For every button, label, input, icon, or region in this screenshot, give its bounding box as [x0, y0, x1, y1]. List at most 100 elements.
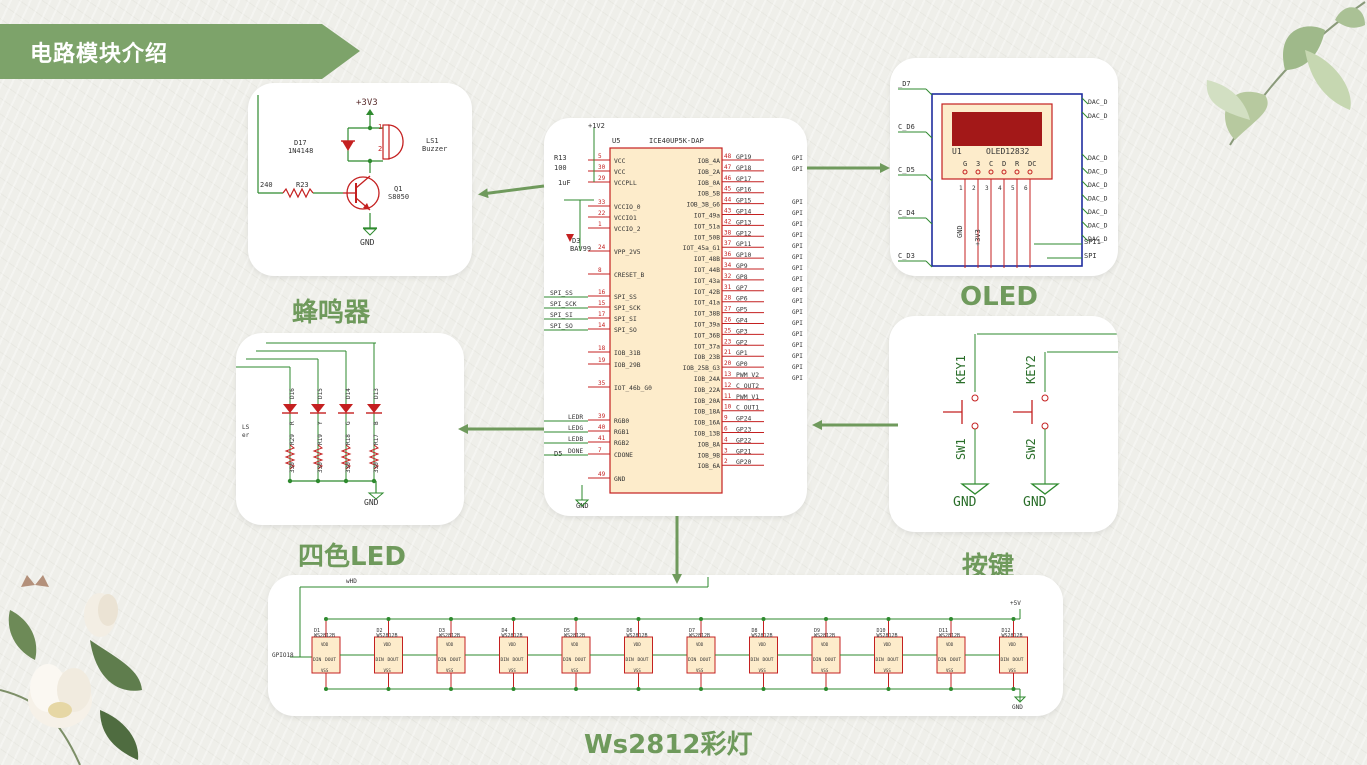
mcu-edge-net-label: GPI [792, 166, 803, 173]
mcu-left-pin-number: 1 [598, 221, 602, 228]
ws-unit-label: D6 [627, 628, 633, 634]
led-diode-label: D14 [345, 388, 352, 399]
ws-part-label: WS2812B [877, 633, 898, 639]
led-diode-label: D15 [317, 388, 324, 399]
buzzer-ls1-type: Buzzer [422, 145, 447, 153]
mcu-edge-net-label: GPI [792, 320, 803, 327]
mcu-right-pin-number: 3 [724, 447, 728, 454]
buzzer-schematic-card: +3V3 D17 1N4148 1 2 LS1 Buzzer Q1 S8050 … [248, 83, 472, 276]
leaf-decoration-top-right [1206, 1, 1366, 146]
mcu-edge-net-label: GPI [792, 210, 803, 217]
ws-part-label: WS2812B [689, 633, 710, 639]
mcu-d3-type: BAV99 [570, 245, 591, 253]
led-resistor-value: 330 [345, 462, 352, 473]
oled-pin-name: DC [1028, 160, 1036, 168]
mcu-right-pin-number: 45 [724, 186, 732, 193]
ws-dout-label: DOUT [888, 657, 899, 663]
ws-vss-label: VSS [946, 668, 954, 673]
mcu-right-net-label: GP17 [736, 175, 752, 183]
mcu-right-net-label: GP6 [736, 295, 748, 303]
oled-left-net-label: C_D6 [898, 123, 915, 131]
mcu-left-pin-number: 24 [598, 244, 606, 251]
oled-right-net-label: DAC_D [1088, 181, 1108, 189]
ws-dout-label: DOUT [450, 657, 461, 663]
mcu-left-pin-number: 15 [598, 300, 606, 307]
mcu-left-pin-name: VCCPLL [614, 180, 637, 187]
led-diode-symbol [339, 404, 353, 413]
buzzer-q1-label: Q1 [394, 185, 402, 193]
ws-dout-label: DOUT [575, 657, 586, 663]
key-gnd-symbol [1030, 483, 1060, 495]
ws-junction [1011, 687, 1016, 691]
ws-din-label: DIN [626, 657, 635, 663]
oled-right-net-label: DAC_D [1088, 208, 1108, 216]
ws-junction [386, 687, 391, 691]
ws-vss-label: VSS [384, 668, 392, 673]
mcu-right-pin-number: 11 [724, 393, 732, 400]
ws2812-label: Ws2812彩灯 [584, 730, 753, 760]
buzzer-r23-value: 240 [260, 181, 273, 189]
ws-dout-label: DOUT [763, 657, 774, 663]
led-edge-b: er [242, 432, 250, 439]
mcu-right-net-label: C_OUT2 [736, 382, 759, 390]
buzzer-diode-type: 1N4148 [288, 147, 313, 155]
mcu-left-net-label: SPI_SCK [550, 301, 577, 308]
mcu-right-pin-name: IOT_39a [694, 322, 720, 329]
ws-junction [824, 617, 828, 621]
oled-pin-pad [1027, 169, 1033, 175]
mcu-left-pin-name: IOB_29B [614, 362, 641, 369]
buzzer-d17-label: D17 [294, 139, 307, 147]
ws-din-label: DIN [938, 657, 947, 663]
led-resistor-label: R29 [289, 434, 296, 445]
ws-din-label: DIN [1001, 657, 1010, 663]
mcu-left-pin-name: VCCIO_2 [614, 226, 641, 233]
led-label: 四色LED [298, 542, 406, 572]
mcu-left-pin-name: IOT_46b_G0 [614, 385, 652, 392]
mcu-right-net-label: GP8 [736, 273, 748, 281]
arrow-to-buzzer [478, 184, 545, 199]
oled-right-net-wire [1081, 111, 1089, 119]
mcu-left-pin-number: 40 [598, 424, 606, 431]
mcu-right-pin-name: IOT_51a [694, 223, 720, 230]
mcu-right-net-label: GP22 [736, 436, 752, 444]
mcu-right-pin-number: 25 [724, 327, 732, 334]
ws-junction [949, 687, 953, 691]
ws-junction [761, 687, 766, 691]
ws-unit-label: D8 [752, 628, 758, 634]
mcu-right-pin-number: 21 [724, 349, 732, 356]
ws-dout-label: DOUT [825, 657, 836, 663]
ws-dout-label: DOUT [388, 657, 399, 663]
ws-junction [574, 687, 578, 691]
oled-pin-number: 2 [972, 185, 976, 192]
mcu-right-net-label: GP11 [736, 240, 752, 248]
mcu-right-pin-number: 28 [724, 295, 732, 302]
led-junction [343, 478, 349, 484]
ws-unit-label: D10 [877, 628, 886, 634]
mcu-right-pin-number: 20 [724, 360, 732, 367]
mcu-right-pin-number: 32 [724, 273, 732, 280]
key-sw-label: SW1 [954, 438, 968, 460]
ws-gnd-label: GND [1012, 704, 1023, 711]
ws-unit-label: D2 [377, 628, 383, 634]
ws-junction [636, 687, 641, 691]
oled-right-net-wire [1081, 207, 1089, 215]
ws-junction [886, 687, 891, 691]
mcu-schematic: U5 ICE40UP5K-DAP +1V2 R13 100 1uF D3 BAV… [544, 122, 803, 510]
ws-junction [824, 687, 828, 691]
led-junction [371, 478, 377, 484]
mcu-left-pin-name: SPI_SS [614, 294, 637, 301]
ws-unit-label: D12 [1002, 628, 1011, 634]
ws-vdd-label: VDD [884, 642, 892, 647]
mcu-left-pin-number: 5 [598, 153, 602, 160]
mcu-right-pin-name: IOB_24A [694, 376, 720, 383]
oled-left-net-label: C_D3 [898, 252, 915, 260]
key-gnd-symbol [960, 483, 990, 495]
ws-vdd-label: VDD [384, 642, 392, 647]
mcu-left-pin-name: CRESET_B [614, 272, 645, 279]
mcu-left-pin-number: 39 [598, 413, 606, 420]
ws-part-label: WS2812B [939, 633, 960, 639]
mcu-left-pin-number: 19 [598, 357, 606, 364]
mcu-edge-net-label: GPI [792, 342, 803, 349]
